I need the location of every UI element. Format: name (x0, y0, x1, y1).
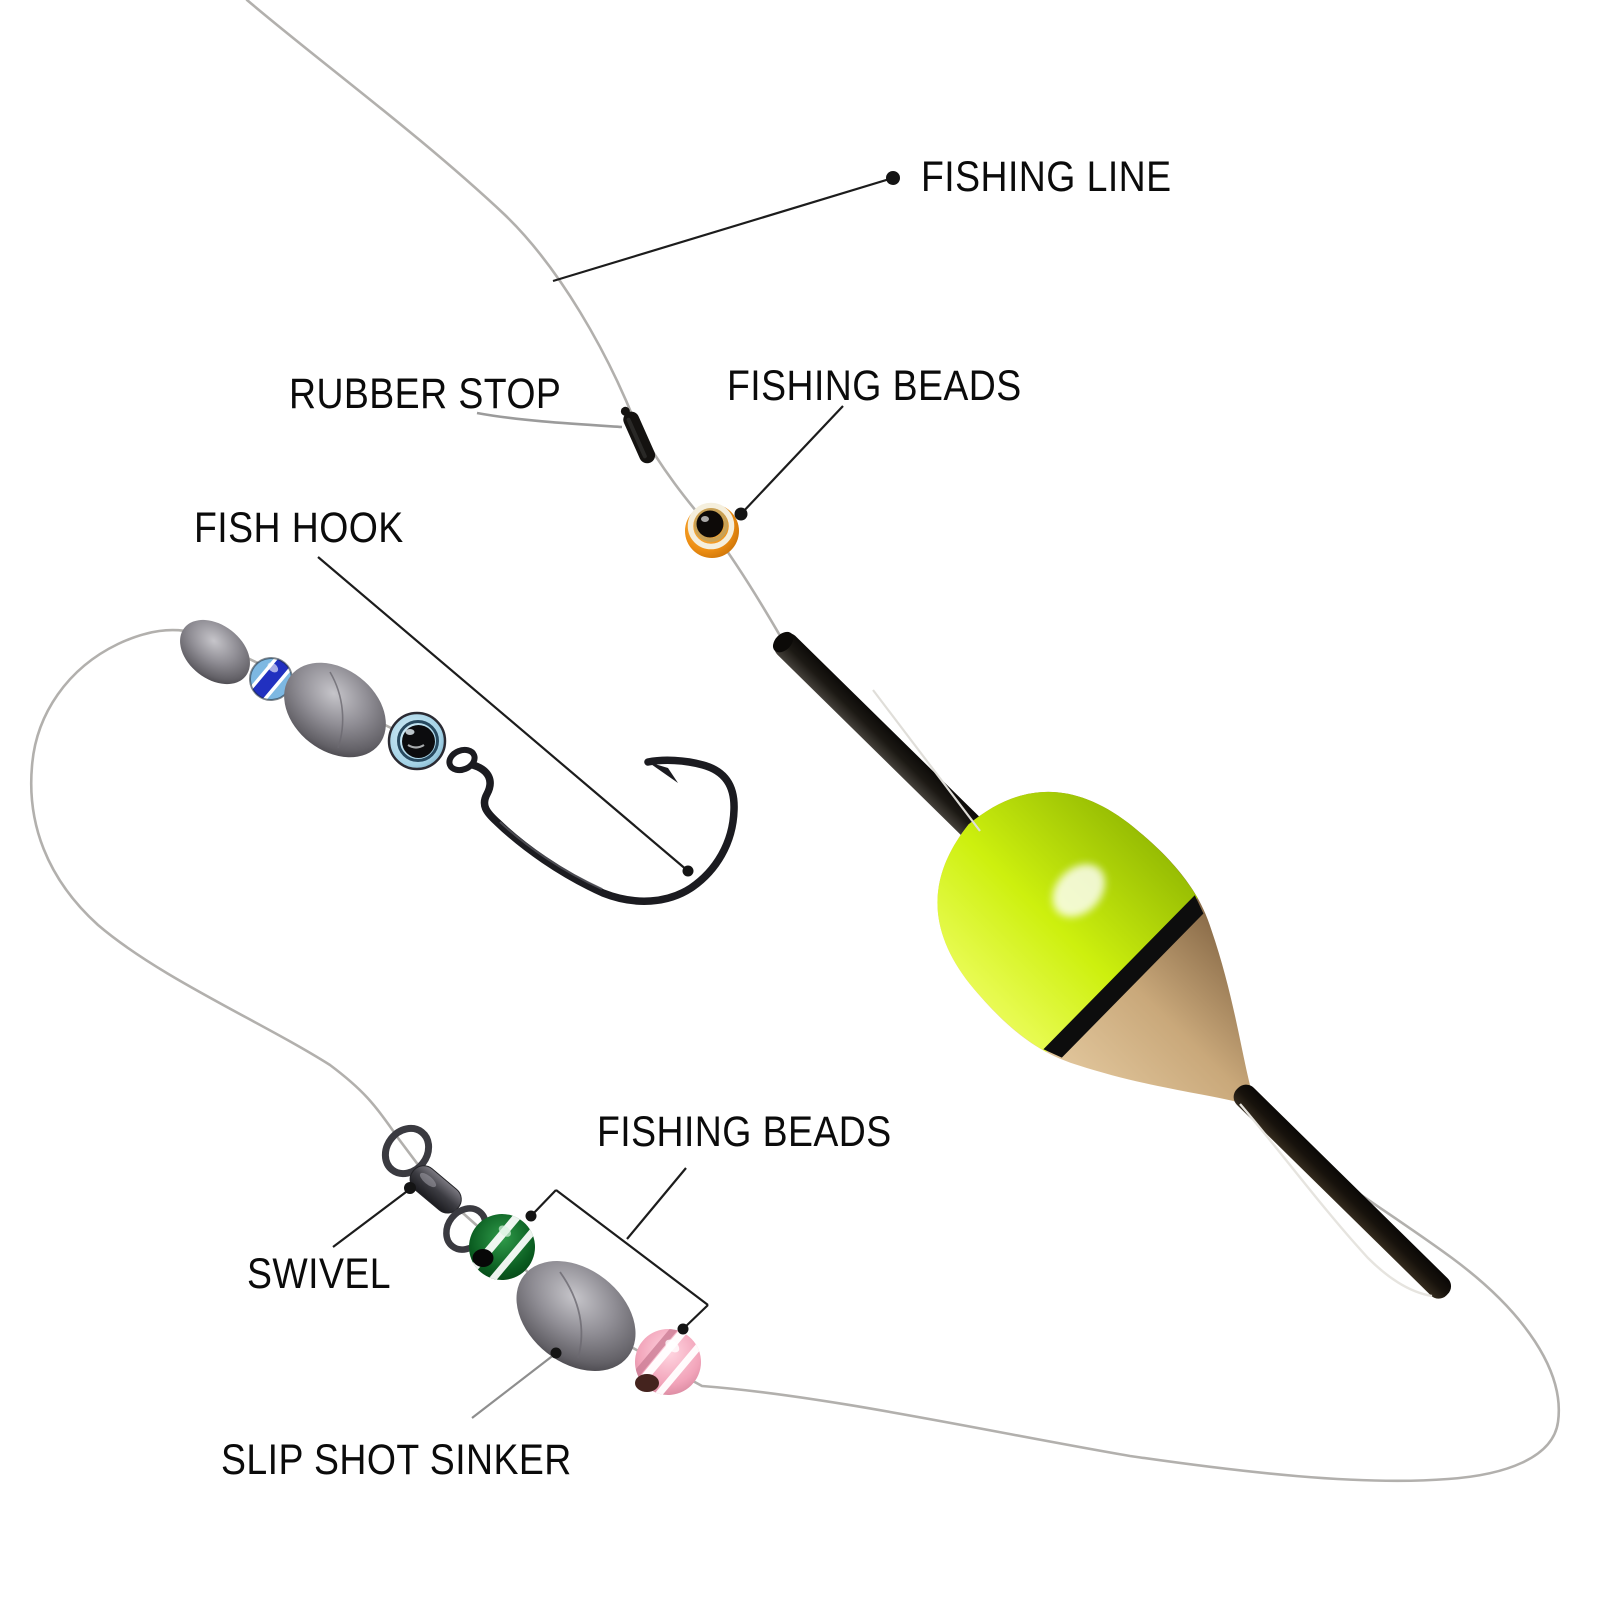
slip-shot-seam (559, 1271, 583, 1359)
callout-dots (404, 171, 900, 1359)
slip-shot-sinker-body (516, 1261, 636, 1371)
dot-slip-shot (550, 1347, 562, 1359)
leader-slip-shot-sinker (471, 1353, 556, 1419)
egg-sinker-seam (329, 671, 344, 749)
label-rubber-stop: RUBBER STOP (289, 370, 562, 418)
dot-fishing-line (886, 171, 900, 185)
hook-assembly (180, 619, 738, 905)
leader-fish-hook (317, 556, 689, 872)
dot-green-bead (525, 1210, 537, 1222)
callouts (317, 176, 894, 1419)
float-stem-tip (772, 631, 794, 653)
label-slip-shot-sinker: SLIP SHOT SINKER (221, 1436, 572, 1484)
egg-sinker-small (180, 619, 250, 685)
leader-swivel (332, 1188, 411, 1248)
leader-fishing-beads-bottom (530, 1167, 709, 1330)
label-fishing-beads-bottom: FISHING BEADS (597, 1108, 892, 1156)
green-bead-hole (472, 1249, 494, 1267)
label-fishing-line: FISHING LINE (921, 153, 1172, 201)
rubber-stop (620, 406, 656, 464)
fish-hook (446, 746, 738, 905)
fishing-bead-orange (685, 502, 739, 558)
leader-fishing-beads-top (740, 405, 844, 515)
dot-fish-hook (682, 865, 694, 877)
float-black-band (1043, 895, 1204, 1058)
label-fishing-beads-top: FISHING BEADS (727, 362, 1022, 410)
float-top-stem (774, 632, 998, 854)
line-over-top-stem (872, 689, 981, 832)
pink-bead-hole (635, 1374, 659, 1392)
hook-barb (648, 762, 678, 783)
bottom-assembly (381, 1124, 715, 1409)
line-over-bottom-stem (1239, 1103, 1433, 1298)
label-fish-hook: FISH HOOK (194, 504, 404, 552)
dot-swivel (404, 1182, 416, 1194)
float-bottom-stem (1233, 1084, 1452, 1299)
egg-sinker-large (284, 662, 386, 758)
float-top-chartreuse (937, 791, 1198, 1053)
dot-pink-bead (677, 1323, 689, 1335)
float-highlight (1052, 864, 1106, 917)
dot-fishing-beads-top (734, 507, 748, 521)
label-swivel: SWIVEL (247, 1250, 391, 1298)
bobber-float (772, 631, 1452, 1299)
leader-rubber-stop (476, 411, 623, 429)
leader-fishing-line (552, 176, 894, 283)
eye-bead (387, 711, 447, 771)
